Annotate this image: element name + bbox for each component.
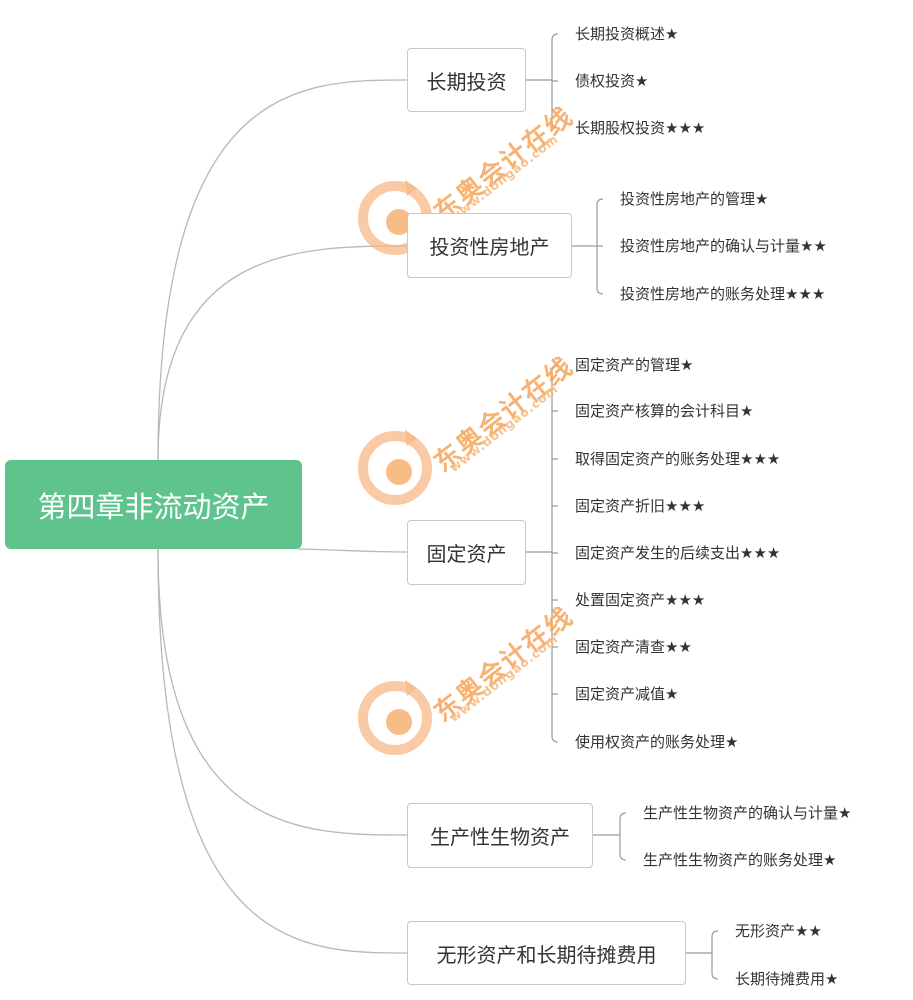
watermark-2: 东奥会计在线 www.dongao.com [355, 340, 585, 505]
topic-connector [157, 548, 408, 954]
leaf-item[interactable]: 固定资产核算的会计科目★ [575, 402, 754, 420]
leaf-item[interactable]: 使用权资产的账务处理★ [575, 733, 739, 751]
leaf-item[interactable]: 长期投资概述★ [575, 25, 679, 43]
topic-connector [297, 548, 408, 553]
watermark-brand: 东奥会计在线 [428, 601, 580, 729]
leaf-item[interactable]: 固定资产发生的后续支出★★★ [575, 544, 781, 562]
root-label: 第四章非流动资产 [37, 489, 270, 524]
bracket-spine [711, 930, 719, 980]
leaf-item[interactable]: 固定资产的管理★ [575, 356, 694, 374]
leaf-item[interactable]: 生产性生物资产的确认与计量★ [643, 804, 852, 822]
topic-connector [157, 245, 408, 461]
leaf-item[interactable]: 固定资产减值★ [575, 685, 679, 703]
bracket-spine [619, 812, 627, 861]
watermark-3: 东奥会计在线 www.dongao.com [355, 590, 585, 755]
leaf-item[interactable]: 债权投资★ [575, 72, 649, 90]
leaf-item[interactable]: 投资性房地产的管理★ [620, 190, 769, 208]
topic-productive-biological-assets[interactable]: 生产性生物资产 [407, 803, 593, 868]
topic-long-term-investment[interactable]: 长期投资 [407, 48, 526, 112]
topic-label: 长期投资 [426, 69, 507, 94]
topic-investment-property[interactable]: 投资性房地产 [407, 213, 572, 278]
watermark-logo-icon [358, 680, 432, 755]
topic-label: 固定资产 [426, 542, 507, 566]
leaf-item[interactable]: 长期股权投资★★★ [575, 119, 706, 137]
topic-intangible-assets[interactable]: 无形资产和长期待摊费用 [407, 921, 686, 985]
watermark-brand: 东奥会计在线 [428, 101, 580, 229]
topic-label: 无形资产和长期待摊费用 [436, 942, 657, 967]
topic-connector [157, 79, 408, 461]
root-node[interactable]: 第四章非流动资产 [5, 460, 302, 549]
leaf-item[interactable]: 处置固定资产★★★ [575, 591, 706, 609]
leaf-item[interactable]: 取得固定资产的账务处理★★★ [575, 450, 781, 468]
leaf-item[interactable]: 投资性房地产的账务处理★★★ [620, 285, 826, 303]
watermark-logo-icon [358, 430, 432, 505]
topic-label: 生产性生物资产 [430, 825, 570, 849]
topic-fixed-assets[interactable]: 固定资产 [407, 520, 526, 585]
topic-connector [157, 548, 408, 836]
leaf-item[interactable]: 生产性生物资产的账务处理★ [643, 851, 837, 869]
watermark-brand: 东奥会计在线 [428, 351, 580, 479]
leaf-item[interactable]: 长期待摊费用★ [735, 970, 839, 988]
leaf-item[interactable]: 固定资产折旧★★★ [575, 497, 706, 515]
leaf-item[interactable]: 无形资产★★ [735, 922, 822, 940]
leaf-item[interactable]: 投资性房地产的确认与计量★★ [620, 237, 827, 255]
topic-label: 投资性房地产 [429, 235, 550, 259]
leaf-item[interactable]: 固定资产清查★★ [575, 638, 692, 656]
